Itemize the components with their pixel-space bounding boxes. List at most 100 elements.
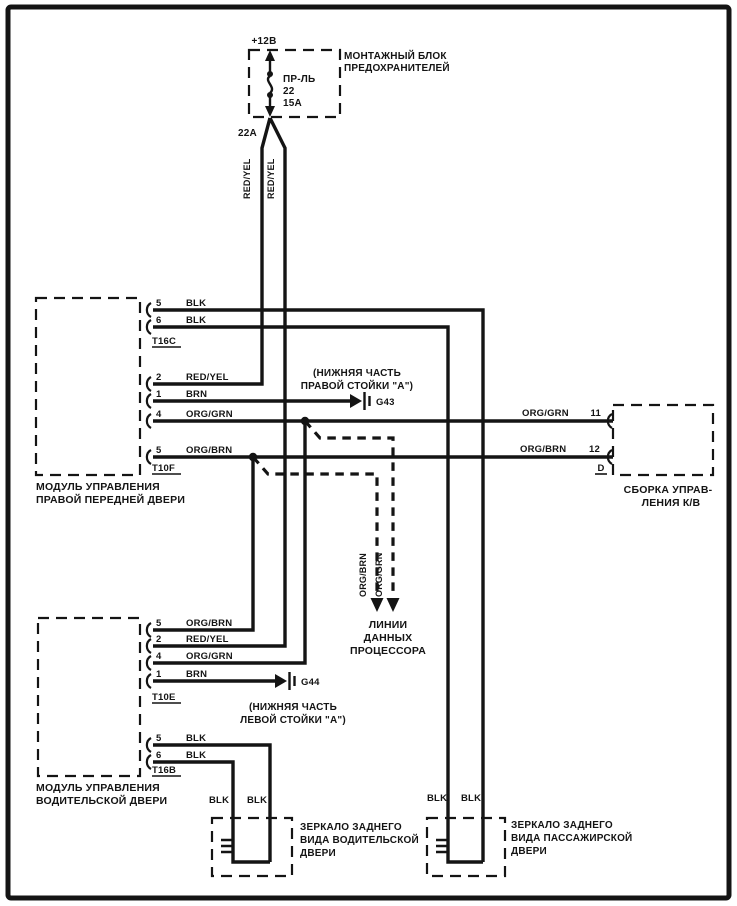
pin-wire: BRN [186, 389, 207, 400]
wire-blk-drv-1 [153, 743, 272, 862]
right-front-door-module: 5 BLK 6 BLK T16C 2 RED/YEL 1 BRN 4 ORG/G… [34, 296, 233, 506]
wire-runs: RED/YEL RED/YEL [153, 117, 613, 862]
ac-pin-note-d: D [597, 463, 604, 474]
mirror-wire-label: BLK [461, 793, 481, 804]
pin-num: 4 [156, 409, 162, 420]
wire-redyel-driver [153, 117, 287, 648]
right-front-door-module-box [34, 296, 142, 477]
data-caption-2: ДАННЫХ [364, 632, 413, 644]
current-arrow-down [265, 106, 275, 117]
pin-wire: BLK [186, 750, 206, 761]
ac-pin-num-11: 11 [591, 408, 602, 419]
pin-wire: ORG/BRN [186, 618, 232, 629]
ground-symbol-g44 [275, 674, 287, 688]
module-title-1: МОДУЛЬ УПРАВЛЕНИЯ [36, 782, 160, 794]
pin-hook [606, 449, 613, 465]
mirror-wire-label: BLK [209, 795, 229, 806]
pin-hook [145, 673, 152, 689]
pin-wire: BLK [186, 315, 206, 326]
passenger-mirror-box [425, 816, 507, 878]
ac-title-2: ЛЕНИЯ К/В [642, 497, 701, 509]
ac-title-1: СБОРКА УПРАВ- [624, 484, 713, 496]
fuse-block-box [247, 48, 342, 119]
pin-hook [145, 302, 152, 318]
data-arrow-right [386, 598, 400, 612]
wire-label-redyel-1: RED/YEL [242, 158, 252, 199]
data-wire-label-1: ORG/BRN [358, 553, 368, 597]
module-title-2: ВОДИТЕЛЬСКОЙ ДВЕРИ [36, 794, 167, 807]
pin-hook [145, 655, 152, 671]
pin-num: 5 [156, 445, 162, 456]
pin-wire: RED/YEL [186, 372, 229, 383]
ac-pin-num-12: 12 [589, 444, 600, 455]
wire-blk-pass-2 [153, 325, 450, 838]
wire-orggrn-branch [153, 421, 307, 665]
ac-pin-wire-12: ORG/BRN [520, 444, 566, 455]
ground-symbol-g43 [350, 394, 362, 408]
driver-door-module: 5 ORG/BRN 2 RED/YEL 4 ORG/GRN 1 BRN T10E… [36, 616, 233, 807]
pin-hook [145, 393, 152, 409]
pin-hook [145, 622, 152, 638]
fuse-terminal-bottom [267, 92, 273, 98]
pin-hook [145, 754, 152, 770]
wire-label-redyel-2: RED/YEL [266, 158, 276, 199]
pin-num: 5 [156, 733, 162, 744]
pin-num: 2 [156, 372, 161, 383]
connector-label-t10f: T10F [152, 463, 175, 474]
pin-hook [145, 737, 152, 753]
ac-control-box [611, 403, 715, 477]
pin-wire: BRN [186, 669, 207, 680]
pin-num: 6 [156, 750, 161, 761]
pin-num: 1 [156, 389, 162, 400]
pin-wire: ORG/GRN [186, 651, 233, 662]
wire-blk-drv-2 [153, 760, 235, 838]
pin-num: 5 [156, 618, 162, 629]
mirror-title-3: ДВЕРИ [511, 846, 547, 857]
fuse-element [266, 75, 274, 94]
pin-wire: BLK [186, 298, 206, 309]
voltage-label: +12В [252, 36, 277, 47]
g43-location-2: ПРАВОЙ СТОЙКИ "А") [301, 379, 413, 392]
pin-hook [145, 638, 152, 654]
fuse-output-tap: 22А [238, 128, 257, 139]
current-arrow-up [265, 50, 275, 61]
ac-control-assembly: ORG/GRN 11 ORG/BRN 12 D СБОРКА УПРАВ- ЛЕ… [520, 403, 715, 509]
driver-mirror-box [210, 816, 294, 878]
pin-hook [145, 449, 152, 465]
pin-hook [145, 319, 152, 335]
heater-element-link [446, 838, 483, 864]
mirror-wire-label: BLK [427, 793, 447, 804]
data-line-orgbrn [251, 455, 379, 596]
g43-location-1: (НИЖНЯЯ ЧАСТЬ [313, 368, 401, 379]
data-caption-1: ЛИНИИ [369, 619, 408, 631]
fuse-label: ПР-ЛЬ [283, 74, 315, 85]
connector-label-t10e: T10E [152, 692, 176, 703]
pin-num: 2 [156, 634, 161, 645]
heater-element-link [231, 838, 270, 864]
heater-element-teeth [436, 838, 448, 854]
pin-num: 4 [156, 651, 162, 662]
heater-element-teeth [221, 838, 233, 854]
pin-wire: RED/YEL [186, 634, 229, 645]
data-caption-3: ПРОЦЕССОРА [350, 645, 426, 657]
connector-label-t16b: T16B [152, 765, 176, 776]
pin-num: 5 [156, 298, 162, 309]
ground-g44: G44 (НИЖНЯЯ ЧАСТЬ ЛЕВОЙ СТОЙКИ "А") [240, 672, 346, 726]
mirror-title-3: ДВЕРИ [300, 848, 336, 859]
pin-wire: ORG/BRN [186, 445, 232, 456]
mirror-title-2: ВИДА ВОДИТЕЛЬСКОЙ [300, 833, 419, 846]
g44-location-1: (НИЖНЯЯ ЧАСТЬ [249, 702, 337, 713]
pin-wire: ORG/GRN [186, 409, 233, 420]
pin-num: 6 [156, 315, 161, 326]
data-wire-label-2: ORG/GRN [374, 553, 384, 597]
wire-redyel-right-front [153, 117, 272, 386]
wire-orgbrn-branch [153, 457, 255, 632]
pin-hook [606, 413, 613, 429]
ac-pin-wire-11: ORG/GRN [522, 408, 569, 419]
module-title-2: ПРАВОЙ ПЕРЕДНЕЙ ДВЕРИ [36, 493, 185, 506]
connector-label-t16c: T16C [152, 336, 176, 347]
fuse-rating: 15А [283, 98, 302, 109]
pin-wire: BLK [186, 733, 206, 744]
